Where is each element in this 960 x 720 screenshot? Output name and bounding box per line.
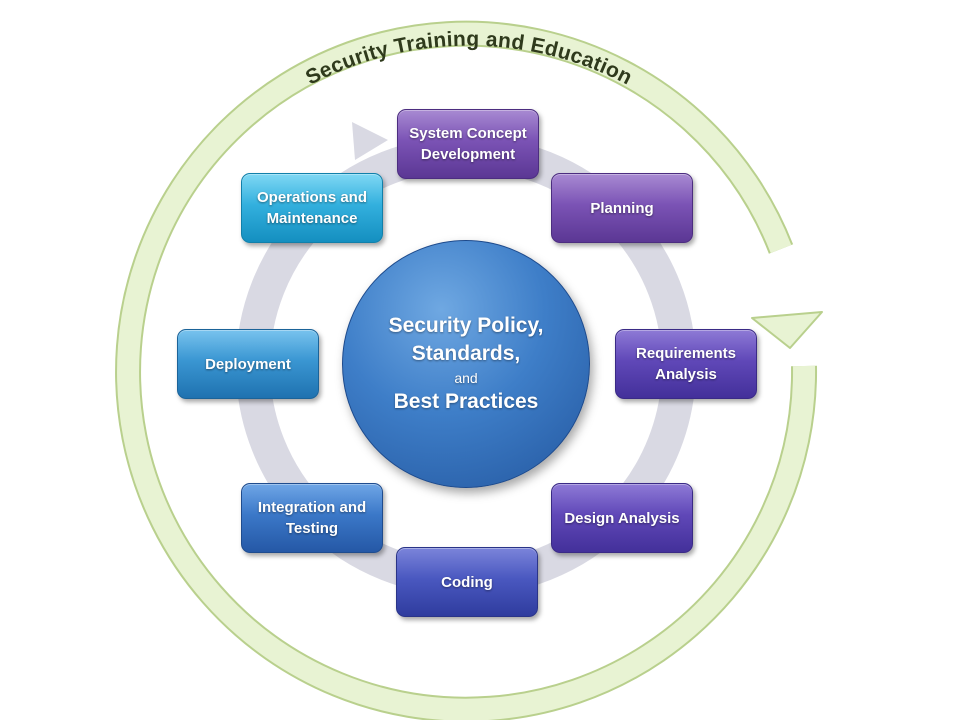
outer-cycle-title-text: Security Training and Education <box>302 28 636 90</box>
step-system-concept-development: System Concept Development <box>397 109 539 179</box>
outer-cycle-title: Security Training and Education <box>302 28 636 90</box>
step-label: System Concept Development <box>409 125 527 163</box>
center-line-4: Best Practices <box>393 390 539 413</box>
center-core-circle: Security Policy, Standards, and Best Pra… <box>342 240 590 488</box>
step-label: Deployment <box>205 355 291 373</box>
inner-cycle-arrowhead <box>352 122 388 160</box>
center-line-2: Standards, <box>411 342 521 365</box>
center-line-1: Security Policy, <box>388 314 544 337</box>
step-label: Operations and Maintenance <box>256 189 368 227</box>
step-planning: Planning <box>551 173 693 243</box>
step-label: Integration and Testing <box>257 499 367 537</box>
step-integration-and-testing: Integration and Testing <box>241 483 383 553</box>
step-label: Coding <box>441 573 493 591</box>
step-requirements-analysis: Requirements Analysis <box>615 329 757 399</box>
step-deployment: Deployment <box>177 329 319 399</box>
step-coding: Coding <box>396 547 538 617</box>
step-label: Design Analysis <box>564 509 680 527</box>
outer-cycle-arrowhead <box>751 311 823 349</box>
step-design-analysis: Design Analysis <box>551 483 693 553</box>
center-line-3: and <box>454 370 478 386</box>
step-label: Planning <box>590 199 654 217</box>
step-label: Requirements Analysis <box>635 345 737 383</box>
step-operations-and-maintenance: Operations and Maintenance <box>241 173 383 243</box>
